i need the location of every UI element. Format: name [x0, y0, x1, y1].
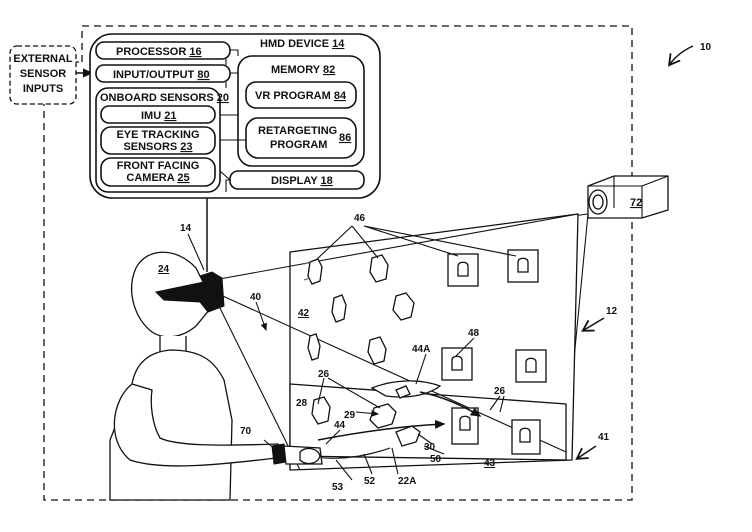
front-camera-line2: CAMERA 25: [126, 172, 189, 184]
leader-lines: [187, 225, 605, 481]
vr-program-box: [245, 81, 357, 109]
processor-label: PROCESSOR 16: [116, 46, 202, 58]
ref-29: 29: [344, 410, 356, 421]
hmd-device-block: HMD DEVICE 14 PROCESSOR 16 INPUT/OUTPUT …: [89, 33, 381, 199]
ref-48: 48: [468, 328, 480, 339]
external-label-line1: EXTERNAL: [13, 53, 73, 65]
onboard-sensors-label: ONBOARD SENSORS 20: [100, 92, 229, 104]
ref-41: 41: [598, 432, 610, 443]
external-label-line3: INPUTS: [23, 83, 63, 95]
ref-24: 24: [158, 264, 170, 275]
ref-22a: 22A: [398, 476, 416, 487]
user-figure: [109, 251, 323, 501]
figure-number-arrow: [670, 45, 694, 64]
hmd-bus-lines-2: [225, 59, 230, 192]
ref-12: 12: [606, 306, 618, 317]
ref-50: 50: [430, 454, 442, 465]
ref-14: 14: [180, 223, 192, 234]
eye-tracking-box: [100, 126, 216, 155]
ref-46: 46: [354, 213, 366, 224]
vr-program-label: VR PROGRAM 84: [255, 90, 347, 102]
ref-26-left: 26: [318, 369, 330, 380]
external-camera: 72: [587, 175, 669, 219]
camera-ref: 72: [630, 197, 642, 209]
eye-tracking-line1: EYE TRACKING: [116, 129, 199, 141]
retargeted-trajectory: [419, 391, 482, 417]
front-camera-box: [100, 157, 216, 187]
eye-tracking-line2: SENSORS 23: [123, 141, 192, 153]
system-boundary: [43, 25, 633, 501]
headset-icon: [154, 271, 225, 313]
hmd-device-title: HMD DEVICE 14: [260, 38, 345, 50]
ref-70: 70: [240, 426, 252, 437]
ref-44a: 44A: [412, 344, 430, 355]
physical-region: [289, 383, 567, 461]
imu-label: IMU 21: [141, 110, 176, 122]
retargeting-program-box: [245, 117, 357, 159]
retargeting-ref: 86: [339, 132, 351, 144]
front-camera-line1: FRONT FACING: [117, 160, 200, 172]
ref-28: 28: [296, 398, 308, 409]
physical-objects: [311, 380, 541, 455]
ref-26-right: 26: [494, 386, 506, 397]
ref-30: 30: [424, 442, 436, 453]
input-output-label: INPUT/OUTPUT 80: [113, 69, 210, 81]
ref-52: 52: [364, 476, 376, 487]
ref-44: 44: [334, 420, 346, 431]
ref-40: 40: [250, 292, 262, 303]
imu-box: [100, 105, 216, 124]
display-label: DISPLAY 18: [271, 175, 333, 187]
external-sensor-inputs-box: EXTERNAL SENSOR INPUTS: [9, 45, 77, 105]
ref-42: 42: [298, 308, 310, 319]
retargeting-line2: PROGRAM: [270, 139, 327, 151]
ref-53: 53: [332, 482, 344, 493]
figure-number: 10: [700, 42, 712, 53]
hmd-fov-lines: [213, 213, 579, 471]
ref-43: 43: [484, 458, 496, 469]
retargeting-line1: RETARGETING: [258, 125, 337, 137]
external-label-line2: SENSOR: [20, 68, 67, 80]
memory-label: MEMORY 82: [271, 64, 335, 76]
hmd-bus-lines: [219, 49, 246, 181]
